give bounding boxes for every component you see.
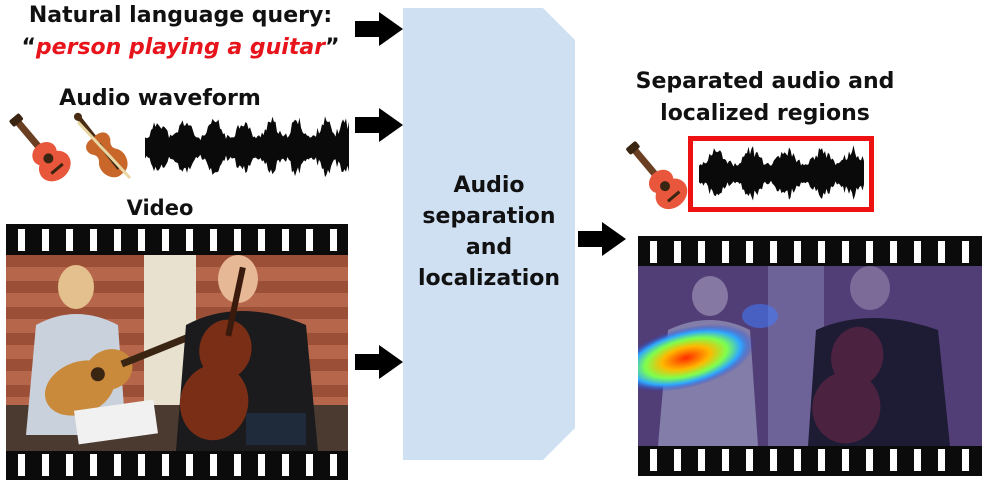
film-perforations-bottom [6,454,348,476]
right-arrow-icon [355,12,403,46]
film-perforations-top [638,241,982,263]
separated-audio-box [688,136,874,212]
input-video-frame [6,224,348,480]
model-block [403,8,575,460]
right-arrow-icon [355,345,403,379]
waveform-label: Audio waveform [59,86,261,111]
output-title: Separated audio and localized regions [610,66,920,130]
model-label-line2: separation [422,204,556,229]
guitar-icon [626,141,688,210]
query-title: Natural language query: [28,3,333,28]
right-arrow-icon [355,108,403,142]
model-label: Audio separation and localization [403,170,575,294]
output-title-line1: Separated audio and [635,69,895,94]
violin-icon [73,112,132,180]
localized-scene [638,266,982,446]
separated-waveform [699,145,864,201]
query-open-quote: “ [21,35,36,60]
right-arrow-icon [578,222,626,256]
model-label-line1: Audio [453,173,525,198]
query-text: person playing a guitar [35,35,326,60]
video-scene [6,255,348,451]
model-label-line3: and [465,235,513,260]
model-label-line4: localization [417,266,561,291]
query-close-quote: ” [325,35,340,60]
guitar-icon [9,113,71,182]
film-perforations-bottom [638,449,982,471]
output-video-frame [638,236,982,476]
output-title-line2: localized regions [660,101,870,126]
query-line: “person playing a guitar” [8,34,353,62]
video-label: Video [126,196,194,220]
film-perforations-top [6,229,348,251]
input-waveform [145,116,349,178]
